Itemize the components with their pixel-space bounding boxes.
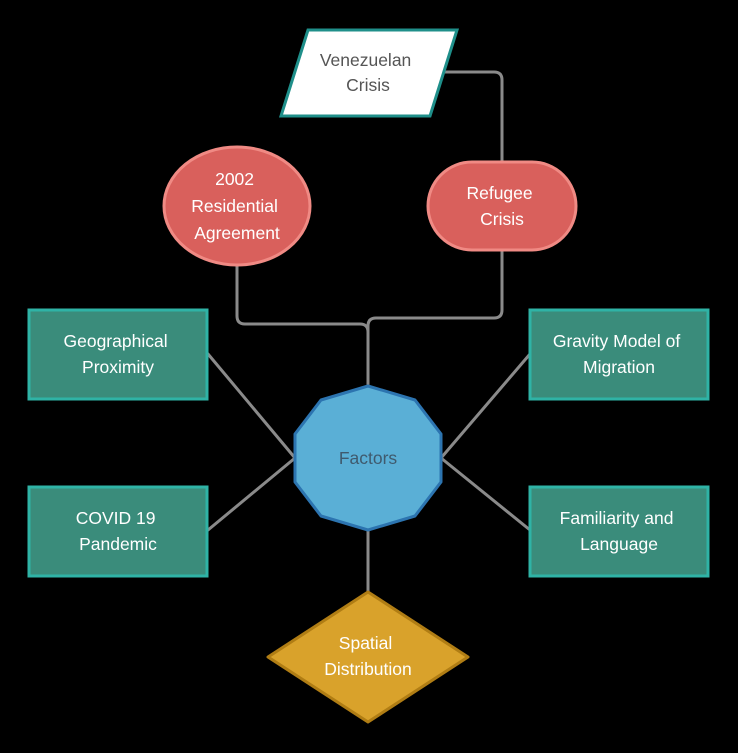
residential-agreement-shape — [162, 145, 312, 267]
edge-venezuelan-to-refugee — [437, 70, 504, 164]
factors-shape — [293, 384, 443, 532]
edge-refugee-to-factors — [366, 250, 504, 386]
spatial-distribution-shape — [266, 590, 470, 724]
node-residential-agreement: 2002 Residential Agreement — [162, 145, 312, 267]
node-gravity-model: Gravity Model of Migration — [528, 308, 710, 401]
gravity-model-label: Gravity Model of Migration — [553, 331, 685, 377]
venezuelan-crisis-shape — [278, 28, 460, 118]
edge-covid-to-factors — [206, 456, 297, 532]
connectors — [206, 70, 532, 594]
familiarity-language-label: Familiarity and Language — [560, 508, 679, 554]
gravity-model-shape — [528, 308, 710, 401]
node-venezuelan-crisis: Venezuelan Crisis — [278, 28, 460, 118]
refugee-crisis-label: Refugee Crisis — [466, 183, 537, 229]
refugee-crisis-shape — [426, 160, 578, 252]
familiarity-language-shape — [528, 485, 710, 578]
node-covid-pandemic: COVID 19 Pandemic — [27, 485, 209, 578]
covid-pandemic-label: COVID 19 Pandemic — [76, 508, 161, 554]
node-factors: Factors — [293, 384, 443, 532]
edge-gravity-to-factors — [439, 352, 532, 460]
edge-proximity-to-factors — [206, 352, 297, 460]
node-geographical-proximity: Geographical Proximity — [27, 308, 209, 401]
node-familiarity-language: Familiarity and Language — [528, 485, 710, 578]
covid-pandemic-shape — [27, 485, 209, 578]
geographical-proximity-label: Geographical Proximity — [64, 331, 173, 377]
factors-label: Factors — [339, 448, 398, 468]
edge-familiarity-to-factors — [439, 456, 532, 532]
residential-agreement-label: 2002 Residential Agreement — [191, 169, 282, 243]
spatial-distribution-label: Spatial Distribution — [324, 633, 412, 679]
venezuelan-crisis-label: Venezuelan Crisis — [320, 50, 416, 95]
node-refugee-crisis: Refugee Crisis — [426, 160, 578, 252]
node-spatial-distribution: Spatial Distribution — [266, 590, 470, 724]
geographical-proximity-shape — [27, 308, 209, 401]
